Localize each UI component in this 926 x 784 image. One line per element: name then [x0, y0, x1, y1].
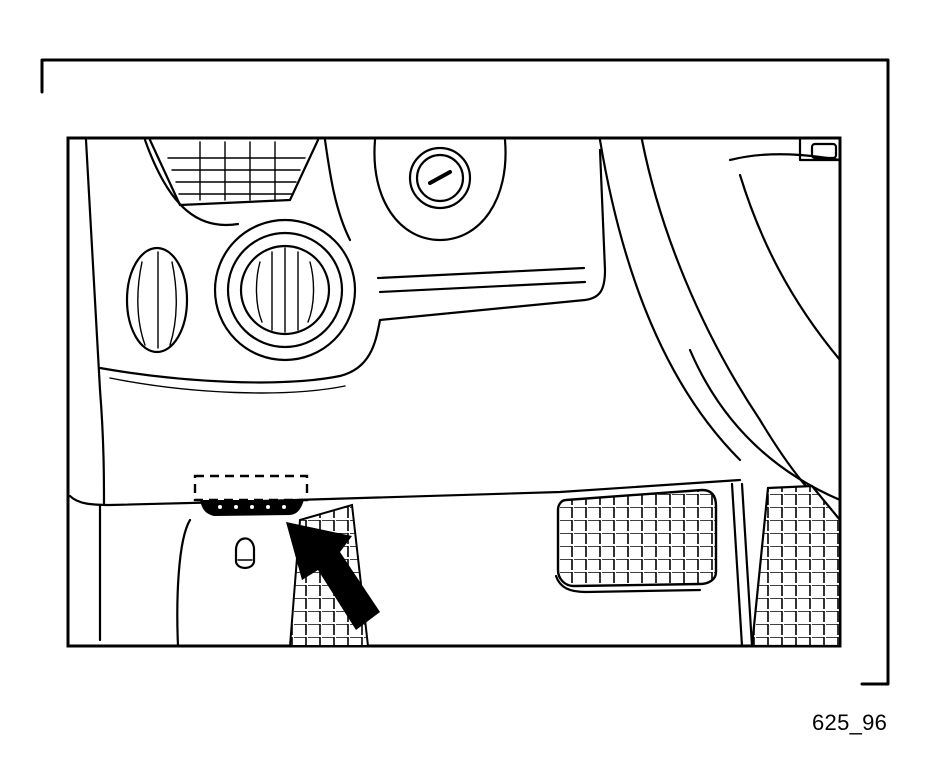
ignition-lock	[373, 138, 507, 242]
dashboard-left-edge	[84, 138, 106, 507]
round-air-vent	[213, 218, 357, 362]
brake-pedal	[554, 488, 718, 594]
diagnostic-socket	[193, 474, 309, 516]
dashboard-panel-contour	[98, 148, 607, 384]
pointer-arrow	[286, 522, 380, 630]
left-rotary-knob	[125, 246, 189, 354]
center-air-vent	[143, 138, 352, 242]
bonnet-release-handle	[234, 537, 256, 570]
illustration-frame	[66, 136, 842, 648]
page-frame-bracket	[40, 58, 890, 686]
accelerator-pedal	[730, 482, 840, 646]
figure-reference-code: 625_96	[812, 710, 888, 735]
